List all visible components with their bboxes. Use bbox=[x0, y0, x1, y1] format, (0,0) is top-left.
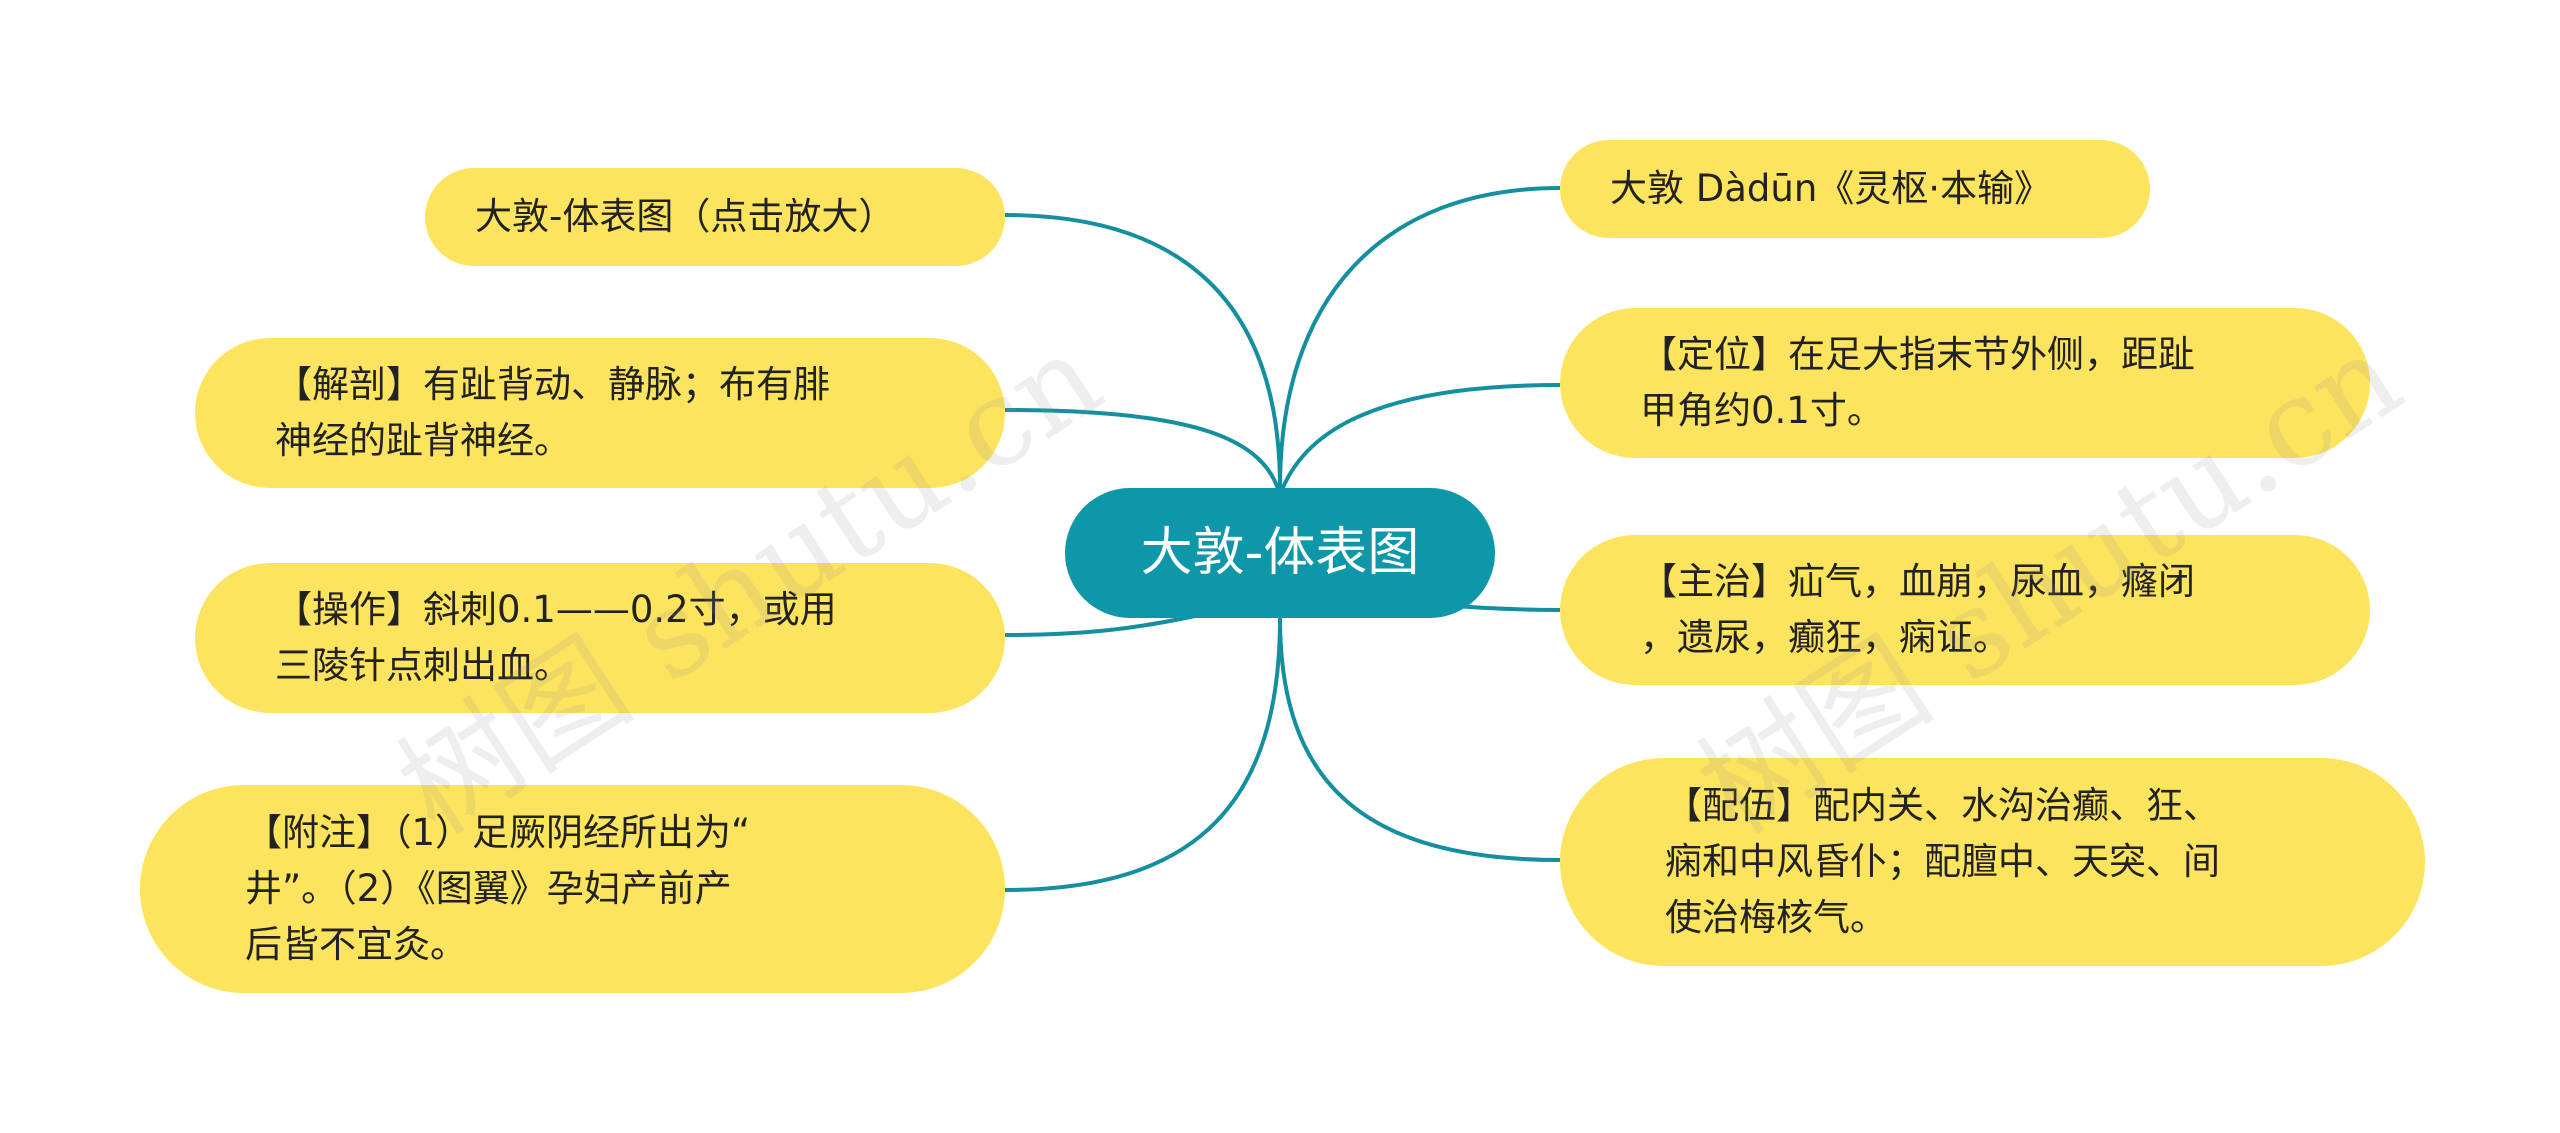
link-combination bbox=[1278, 617, 1561, 862]
node-location[interactable]: 【定位】在足大指末节外侧，距趾 甲角约0.1寸。 bbox=[1560, 308, 2370, 458]
node-operation-label: 【操作】斜刺0.1——0.2寸，或用 三陵针点刺出血。 bbox=[275, 588, 837, 687]
node-notes[interactable]: 【附注】（1）足厥阴经所出为“ 井”。（2）《图翼》孕妇产前产 后皆不宜灸。 bbox=[140, 785, 1005, 993]
root-node-label: 大敦-体表图 bbox=[1140, 523, 1420, 583]
root-node[interactable]: 大敦-体表图 bbox=[1065, 488, 1495, 618]
node-image-link[interactable]: 大敦-体表图（点击放大） bbox=[425, 168, 1005, 266]
node-combination[interactable]: 【配伍】配内关、水沟治癫、狂、 痫和中风昏仆；配膻中、天突、间 使治梅核气。 bbox=[1560, 758, 2425, 966]
node-image-link-label: 大敦-体表图（点击放大） bbox=[475, 195, 896, 238]
node-anatomy-label: 【解剖】有趾背动、静脉；布有腓 神经的趾背神经。 bbox=[275, 363, 830, 462]
node-name[interactable]: 大敦 Dàdūn《灵枢·本输》 bbox=[1560, 140, 2150, 238]
node-indications-label: 【主治】疝气，血崩，尿血，癃闭 ，遗尿，癫狂，痫证。 bbox=[1640, 560, 2195, 659]
node-notes-label: 【附注】（1）足厥阴经所出为“ 井”。（2）《图翼》孕妇产前产 后皆不宜灸。 bbox=[245, 811, 751, 966]
link-anatomy bbox=[1004, 408, 1282, 496]
link-image-link bbox=[1004, 213, 1282, 489]
node-indications[interactable]: 【主治】疝气，血崩，尿血，癃闭 ，遗尿，癫狂，痫证。 bbox=[1560, 535, 2370, 685]
node-operation[interactable]: 【操作】斜刺0.1——0.2寸，或用 三陵针点刺出血。 bbox=[195, 563, 1005, 713]
node-combination-label: 【配伍】配内关、水沟治癫、狂、 痫和中风昏仆；配膻中、天突、间 使治梅核气。 bbox=[1665, 784, 2220, 939]
node-location-label: 【定位】在足大指末节外侧，距趾 甲角约0.1寸。 bbox=[1640, 333, 2195, 432]
link-location bbox=[1278, 383, 1561, 496]
link-name bbox=[1278, 186, 1561, 489]
link-notes bbox=[1004, 617, 1282, 892]
node-name-label: 大敦 Dàdūn《灵枢·本输》 bbox=[1610, 167, 2052, 210]
node-anatomy[interactable]: 【解剖】有趾背动、静脉；布有腓 神经的趾背神经。 bbox=[195, 338, 1005, 488]
